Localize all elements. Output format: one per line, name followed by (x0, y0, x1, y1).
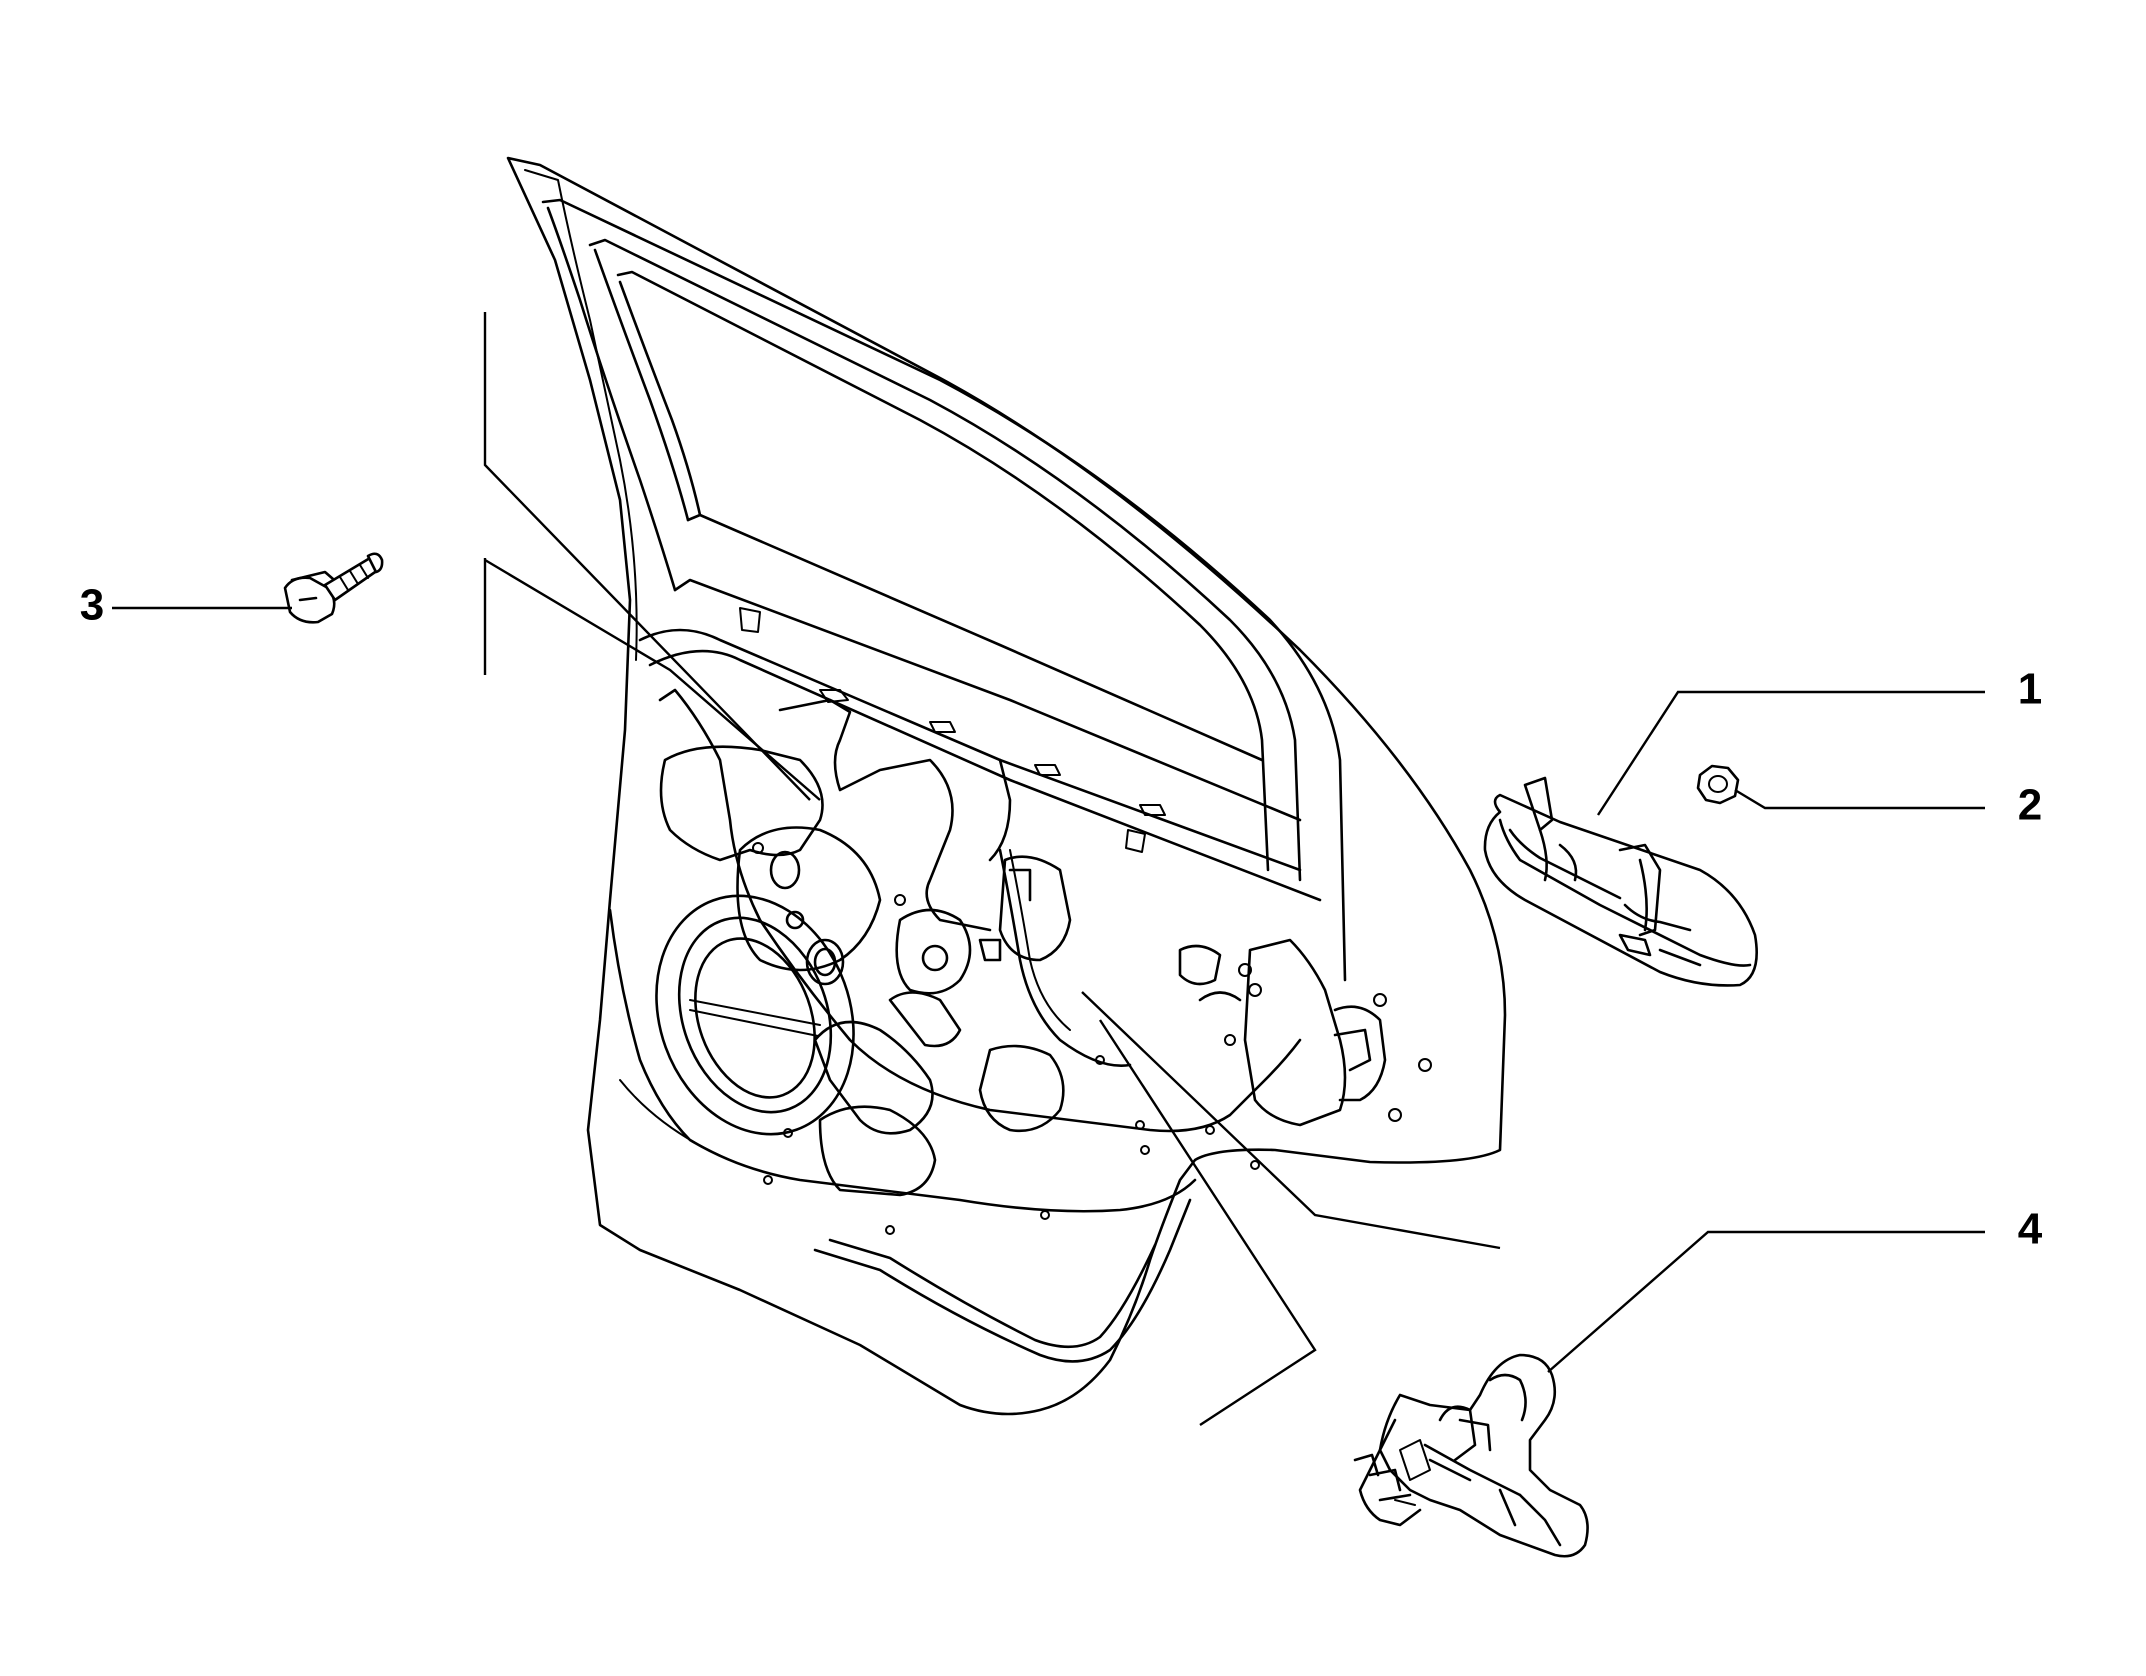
callout-2-leader (1734, 788, 1985, 810)
rear-door-panel (506, 156, 1507, 1416)
callout-4-leader (1547, 1230, 1985, 1373)
handle-bracket (1353, 1353, 1589, 1558)
callout-2-label: 2 (2018, 781, 2042, 830)
door-leader-lines (483, 312, 1501, 1427)
exterior-door-handle (1483, 776, 1758, 987)
nut (1696, 764, 1740, 805)
flange-bolt (283, 552, 384, 624)
callout-3-label: 3 (80, 581, 104, 630)
callout-4-label: 4 (2018, 1205, 2043, 1254)
callout-1-label: 1 (2018, 665, 2042, 714)
callout-1-leader (1596, 690, 1985, 816)
